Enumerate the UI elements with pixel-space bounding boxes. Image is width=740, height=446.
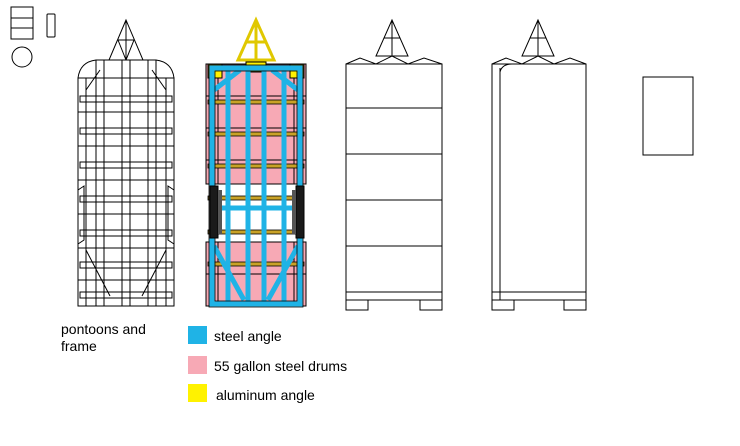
- colored-frame-drawing: [205, 16, 307, 308]
- pontoons-and-frame-drawing: [77, 18, 175, 307]
- barrel-side-view-icon: [46, 13, 56, 38]
- barrel-end-view-icon: [11, 46, 33, 68]
- legend-label-aluminum: aluminum angle: [216, 387, 315, 403]
- legend-swatch-steel-angle: [188, 326, 207, 344]
- frame-caption: pontoons and frame: [61, 321, 146, 354]
- enclosed-hull-drawing: [491, 18, 587, 311]
- plan-outline-rectangle: [642, 76, 694, 156]
- legend-swatch-drums: [188, 356, 207, 374]
- legend-swatch-aluminum: [188, 384, 207, 402]
- barrel-top-view-icon: [10, 6, 34, 40]
- decked-hull-drawing: [345, 18, 443, 311]
- legend-label-steel-angle: steel angle: [214, 328, 282, 344]
- legend-label-drums: 55 gallon steel drums: [214, 358, 348, 374]
